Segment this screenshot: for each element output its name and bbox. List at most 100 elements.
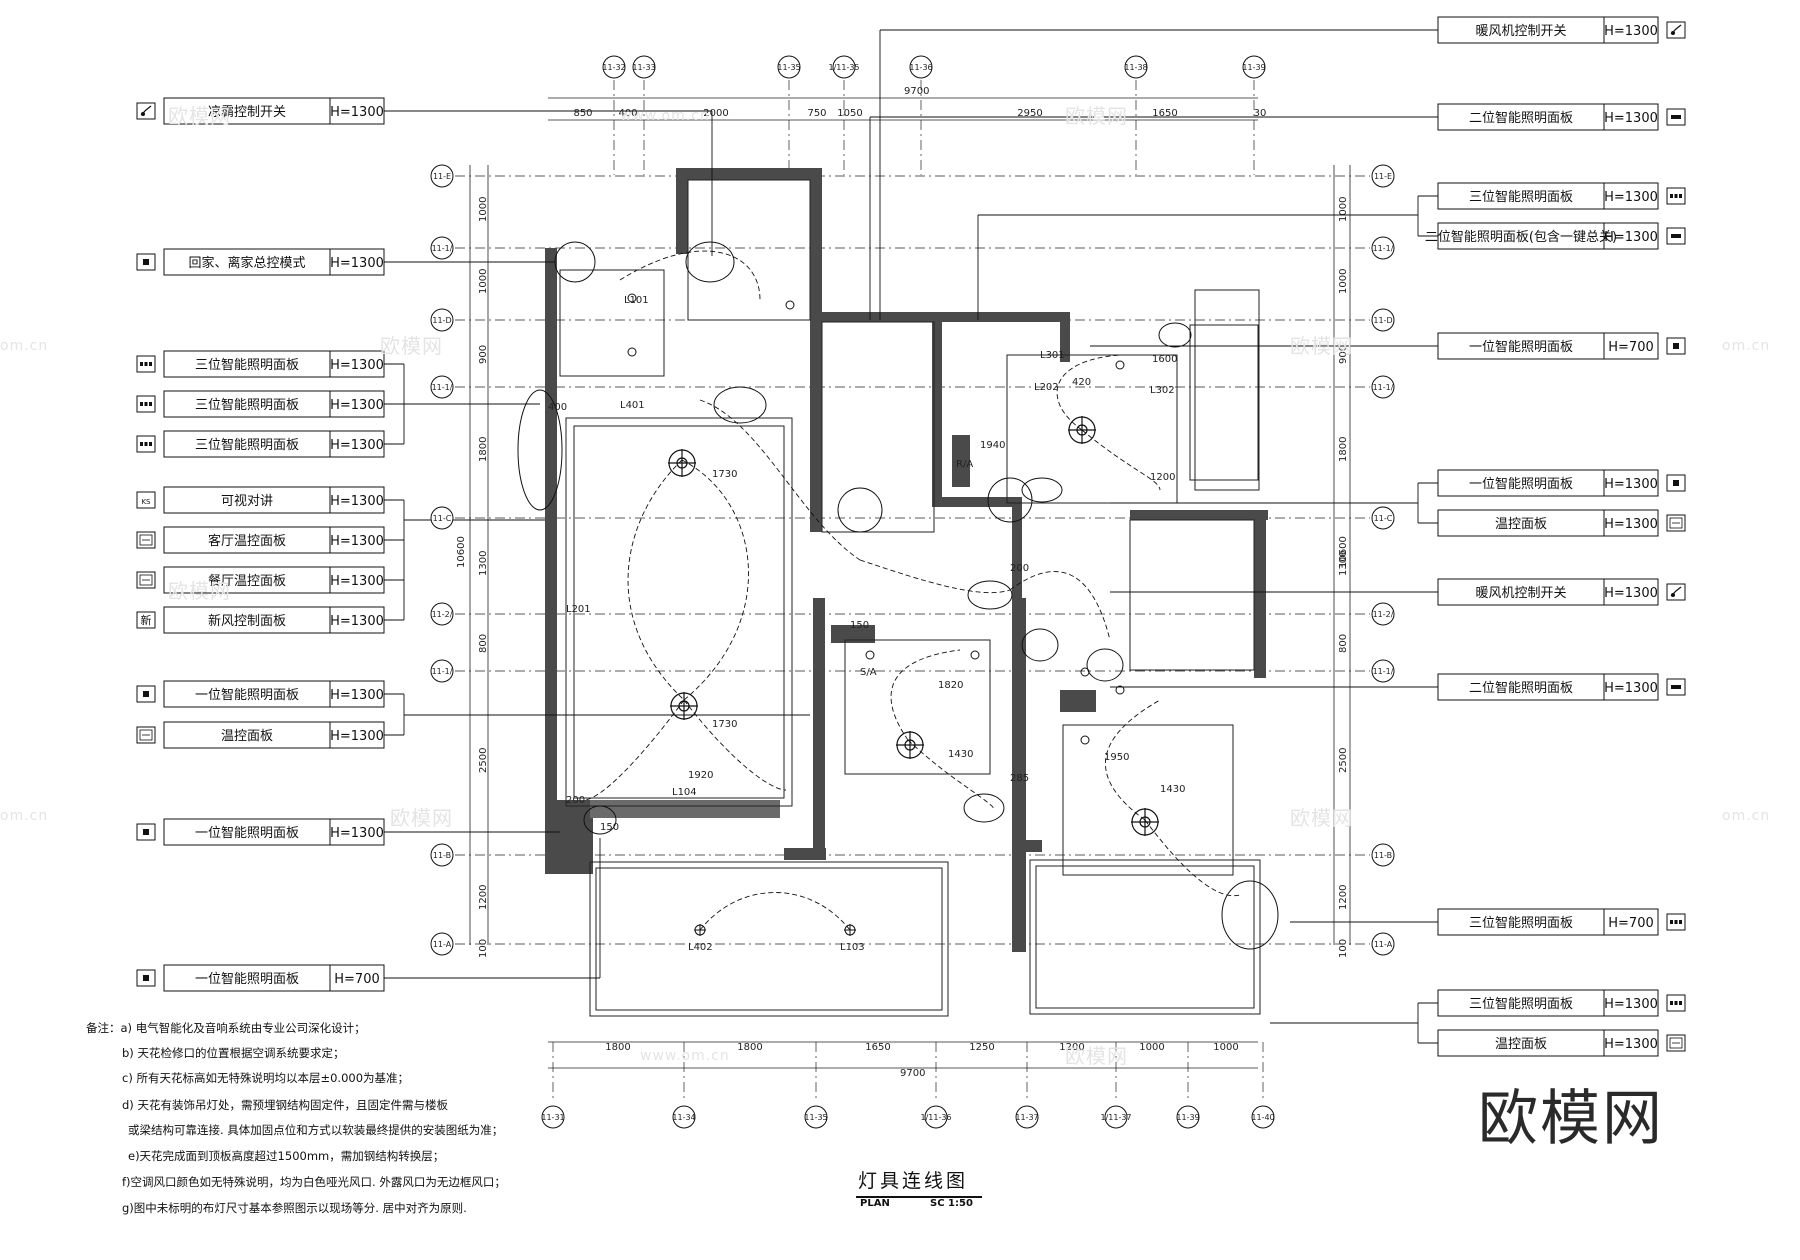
dimension-lines — [469, 97, 1351, 1069]
legend-label: 三位智能照明面板 — [195, 398, 299, 413]
grid-bubble-label: 11-37 — [1015, 1113, 1038, 1122]
dimension-text: 100 — [1338, 939, 1349, 958]
legend-label: 餐厅温控面板 — [208, 573, 286, 589]
legend-label: 二位智能照明面板(包含一键总关) — [1425, 229, 1617, 245]
right-grid-bubbles: 11-E11-1/11-D11-1/11-C11-2/11-1/11-B11-A — [1371, 164, 1395, 956]
watermark: om.cn — [1722, 808, 1771, 824]
legend-height: H=1300 — [330, 438, 384, 453]
legend-icon — [136, 395, 156, 413]
grid-bubble: 11-A — [430, 932, 454, 956]
grid-bubble-label: 11-1/ — [1373, 667, 1394, 676]
legend-height: H=1300 — [1604, 681, 1658, 696]
dimension-text: 1300 — [1338, 551, 1349, 576]
fixture-label: L301 — [1040, 350, 1065, 361]
legend-icon — [136, 435, 156, 453]
legend-height: H=1300 — [330, 358, 384, 373]
legend-icon: KS — [136, 491, 156, 509]
top-total-dimension: 9700 — [904, 86, 929, 97]
legend-icon — [1666, 187, 1686, 205]
legend-row: 餐厅温控面板 H=1300 — [136, 566, 385, 594]
fixture-label: L402 — [688, 942, 713, 953]
legend-label: 一位智能照明面板 — [1469, 477, 1573, 492]
svg-text:KS: KS — [141, 498, 151, 506]
grid-bubble-label: 11-2/ — [1373, 610, 1394, 619]
dimension-text: 1200 — [1150, 472, 1175, 483]
legend-label: 温控面板 — [221, 729, 273, 744]
dimension-text: 2000 — [703, 108, 728, 119]
legend-label: 三位智能照明面板 — [1469, 916, 1573, 931]
grid-bubble-label: 11-D — [432, 316, 451, 325]
legend-height: H=1300 — [330, 574, 384, 589]
legend-height: H=1300 — [330, 256, 384, 271]
revision-clouds — [517, 241, 1279, 950]
bottom-total-dimension: 9700 — [900, 1068, 925, 1079]
watermark: 欧模网 — [1290, 334, 1353, 358]
dimension-text: 2500 — [478, 748, 489, 773]
grid-bubble: 11-1/ — [430, 375, 454, 399]
grid-bubble: 11-40 — [1251, 1105, 1275, 1129]
grid-bubble-label: 11-A — [1374, 940, 1393, 949]
legend-height: H=1300 — [1604, 997, 1658, 1012]
grid-bubble: 11-2/ — [430, 602, 454, 626]
legend-height: H=1300 — [330, 398, 384, 413]
legend-height: H=1300 — [1604, 477, 1658, 492]
svg-text:新: 新 — [141, 613, 152, 627]
left-grid-bubbles: 11-E11-1/11-D11-1/11-C11-2/11-1/11-B11-A — [430, 164, 454, 956]
grid-bubble: 11-1/ — [1371, 375, 1395, 399]
dimension-text: 150 — [600, 822, 619, 833]
legend-label: 温控面板 — [1495, 517, 1547, 532]
legend-label: 一位智能照明面板 — [195, 972, 299, 987]
dimension-text: 1950 — [1104, 752, 1129, 763]
grid-bubble-label: 11-E — [433, 172, 451, 181]
drawing-title: 灯具连线图 — [858, 1170, 969, 1192]
grid-bubble: 11-34 — [672, 1105, 696, 1129]
grid-bubble: 1/11-36 — [920, 1105, 952, 1129]
legend-icon — [1666, 913, 1686, 931]
note-line: c) 所有天花标高如无特殊说明均以本层±0.000为基准； — [122, 1071, 410, 1085]
legend-row: 一位智能照明面板 H=1300 — [1437, 469, 1686, 497]
legend-height: H=1300 — [1604, 111, 1658, 126]
grid-bubble-label: 11-39 — [1242, 63, 1265, 72]
legend-icon — [136, 531, 156, 549]
watermark: 欧模网 — [390, 806, 453, 830]
legend-icon — [1666, 474, 1686, 492]
grid-bubble: 11-32 — [602, 55, 626, 79]
floor-plan-walls — [545, 168, 1268, 952]
dimension-text: 2950 — [1017, 108, 1042, 119]
legend-label: 新风控制面板 — [208, 613, 286, 629]
grid-bubble: 11-36 — [909, 55, 933, 79]
grid-bubble-label: 1/11-35 — [828, 63, 859, 72]
fixture-label: L201 — [566, 604, 591, 615]
fixture-label: R/A — [956, 459, 973, 470]
legend-label: 二位智能照明面板 — [1469, 681, 1573, 696]
grid-bubble: 11-B — [1371, 843, 1395, 867]
grid-bubble: 11-38 — [1124, 55, 1148, 79]
legend-icon — [1666, 1034, 1686, 1052]
legend-label: 三位智能照明面板 — [1469, 190, 1573, 205]
legend-icon — [1666, 678, 1686, 696]
legend-label: 三位智能照明面板 — [195, 438, 299, 453]
legend-icon — [136, 823, 156, 841]
grid-bubble-label: 11-35 — [804, 1113, 827, 1122]
legend-height: H=1300 — [1604, 24, 1658, 39]
legend-height: H=1300 — [330, 826, 384, 841]
watermark: 欧模网 — [1065, 104, 1128, 128]
dimension-text: 1200 — [478, 885, 489, 910]
dimension-text: 1920 — [688, 770, 713, 781]
legend-icon — [1666, 514, 1686, 532]
